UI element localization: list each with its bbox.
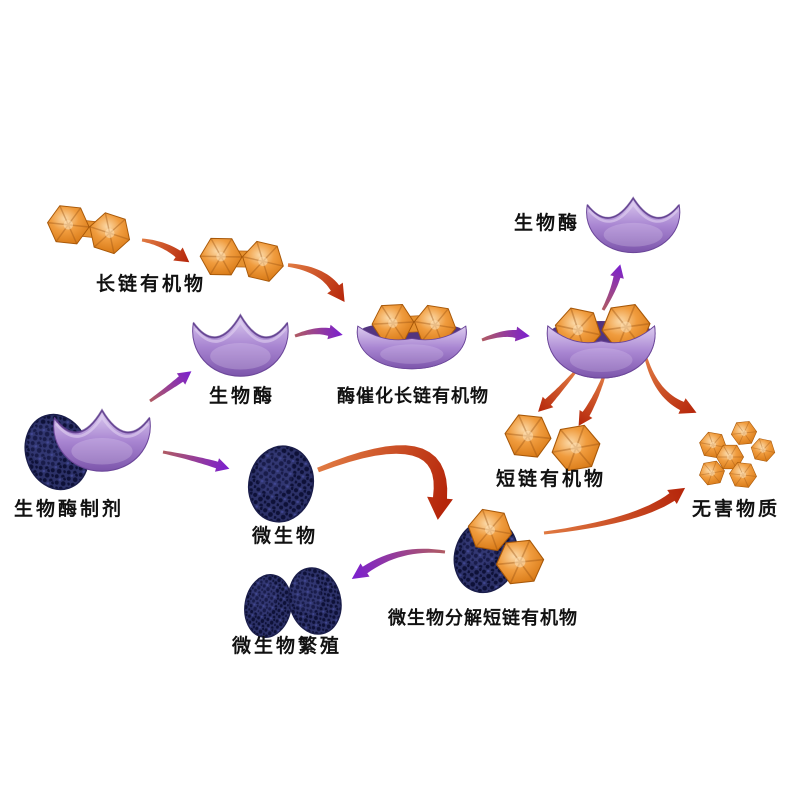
cleavage-complex <box>546 302 656 379</box>
label-long-chain: 长链有机物 <box>96 274 207 295</box>
arrow-decomposition-to-harmless <box>543 487 686 535</box>
long-chain-molecule-b <box>200 238 288 284</box>
arrow-chain-to-catalysis <box>287 263 345 302</box>
label-catalysis: 酶催化长链有机物 <box>337 386 489 406</box>
harmless-substances-cluster <box>697 420 778 489</box>
label-bio-enzyme: 生物酶 <box>209 386 276 407</box>
label-microbe: 微生物 <box>252 526 319 547</box>
arrow-microbe-attack <box>317 445 453 520</box>
label-reproduction: 微生物繁殖 <box>232 636 343 657</box>
microbe-blob <box>241 439 321 529</box>
released-enzyme-shape <box>585 196 682 254</box>
decomposition-group <box>444 506 547 602</box>
label-enzyme-preparation: 生物酶制剂 <box>14 499 125 520</box>
arrow-enzyme-to-catalysis <box>294 324 343 340</box>
label-short-chain: 短链有机物 <box>496 469 607 490</box>
label-harmless: 无害物质 <box>692 499 781 520</box>
nodes-layer <box>14 196 778 642</box>
label-bio-enzyme-released: 生物酶 <box>514 213 581 234</box>
long-chain-molecule-a <box>45 205 136 258</box>
reproduction-group <box>239 561 349 642</box>
harmless-hex-2 <box>729 420 759 446</box>
short-chain-molecule-1 <box>502 412 554 460</box>
harmless-hex-4 <box>748 436 778 464</box>
arrow-decomposition-to-reproduction <box>351 548 446 579</box>
arrows-layer <box>141 238 697 579</box>
arrow-to-harmless-direct <box>644 357 697 414</box>
enzyme-preparation-group <box>14 405 152 499</box>
arrow-chain-move <box>141 238 190 263</box>
arrow-preparation-to-microbe <box>162 450 230 472</box>
arrow-preparation-to-enzyme <box>149 371 192 403</box>
arrow-enzyme-release <box>601 264 624 311</box>
label-decomposition: 微生物分解短链有机物 <box>388 608 578 628</box>
bio-enzyme-shape <box>191 313 290 378</box>
arrow-to-short-chain-2 <box>578 375 606 426</box>
arrow-to-short-chain-1 <box>538 371 577 412</box>
arrow-catalysis-to-cleavage <box>481 326 530 342</box>
catalysis-complex <box>356 302 467 370</box>
reproduction-blob-2 <box>281 561 349 641</box>
